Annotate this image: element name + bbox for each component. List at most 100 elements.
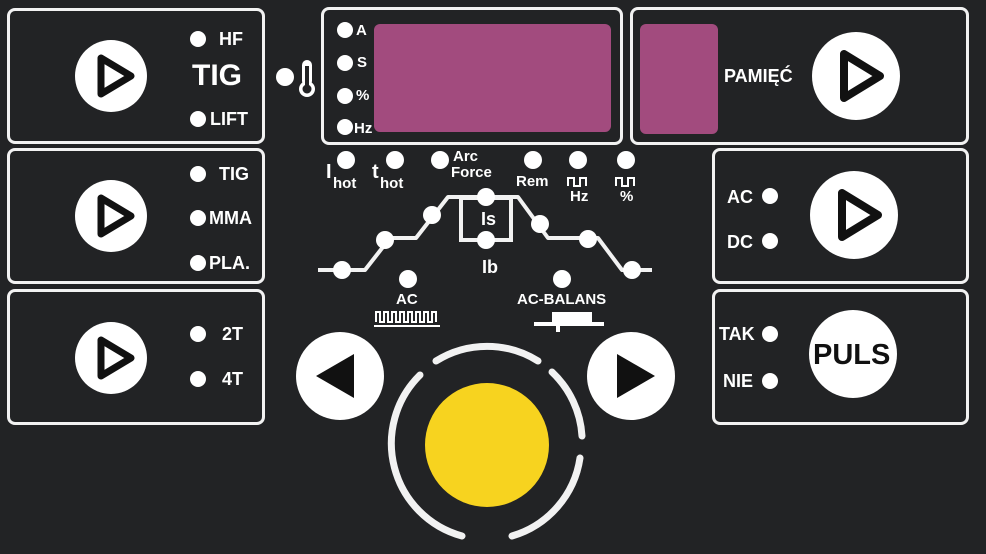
unit-a-led xyxy=(337,22,353,38)
process-button[interactable] xyxy=(75,180,147,252)
rem-led[interactable] xyxy=(524,151,542,169)
upslope-led[interactable] xyxy=(376,231,394,249)
encoder-knob[interactable] xyxy=(425,383,549,507)
memory-panel xyxy=(630,7,969,145)
display-panel xyxy=(321,7,623,145)
slope-down-led[interactable] xyxy=(531,215,549,233)
process-panel xyxy=(7,148,265,284)
pulse-pct-led[interactable] xyxy=(617,151,635,169)
hf-led xyxy=(190,31,206,47)
trigger-panel xyxy=(7,289,265,425)
unit-hz-label: Hz xyxy=(354,120,373,137)
post-gas-led[interactable] xyxy=(623,261,641,279)
4t-label: 4T xyxy=(222,369,244,389)
play-icon xyxy=(97,336,135,380)
ac-frequency-label: AC xyxy=(396,291,418,308)
pla-led xyxy=(190,255,206,271)
encoder-arc-top xyxy=(432,342,542,365)
arrow-left-icon xyxy=(316,354,354,398)
square-wave-pct-icon xyxy=(615,177,635,187)
lift-label: LIFT xyxy=(210,109,248,129)
4t-led xyxy=(190,371,206,387)
tig-process-led xyxy=(190,166,206,182)
unit-hz-led xyxy=(337,119,353,135)
arc-force-led[interactable] xyxy=(431,151,449,169)
ac-frequency-led[interactable] xyxy=(399,270,417,288)
mma-label: MMA xyxy=(209,208,252,228)
square-wave-hz-icon xyxy=(567,177,587,187)
tak-led xyxy=(762,326,778,342)
thot-led[interactable] xyxy=(386,151,404,169)
play-icon xyxy=(97,54,135,98)
unit-s-label: S xyxy=(357,54,368,71)
arc-label: Arc xyxy=(453,148,479,165)
2t-led xyxy=(190,326,206,342)
unit-a-label: A xyxy=(356,22,367,39)
ihot-label: I xyxy=(326,161,332,183)
tak-label: TAK xyxy=(719,324,755,344)
thot-label: t xyxy=(372,161,379,183)
welding-mode-button[interactable] xyxy=(75,40,147,112)
nie-led xyxy=(762,373,778,389)
encoder-arc-right-upper xyxy=(548,368,586,440)
ihot-sub-label: hot xyxy=(333,175,357,192)
unit-pct-label: % xyxy=(356,87,370,104)
pla-label: PLA. xyxy=(209,253,251,273)
thermometer-icon xyxy=(299,60,315,97)
2t-label: 2T xyxy=(222,324,244,344)
ac-balans-led[interactable] xyxy=(553,270,571,288)
rem-label: Rem xyxy=(516,173,549,190)
arrow-right-icon xyxy=(617,354,655,398)
nie-label: NIE xyxy=(723,371,754,391)
memory-label: PAMIĘĆ xyxy=(724,66,793,86)
encoder-arc-right-lower xyxy=(508,454,584,540)
puls-label: PULS xyxy=(813,339,891,371)
next-button[interactable] xyxy=(587,332,675,420)
ac-led xyxy=(762,188,778,204)
mma-led xyxy=(190,210,206,226)
dc-led xyxy=(762,233,778,249)
memory-button[interactable] xyxy=(812,32,900,120)
lift-led xyxy=(190,111,206,127)
pulse-hz-label: Hz xyxy=(570,188,589,205)
main-display xyxy=(374,24,611,132)
current-type-button[interactable] xyxy=(810,171,898,259)
encoder-arc-left xyxy=(387,371,466,540)
pulse-panel xyxy=(712,289,969,425)
thot-sub-label: hot xyxy=(380,175,404,192)
dc-label: DC xyxy=(727,232,753,252)
welding-mode-panel xyxy=(7,8,265,144)
puls-button[interactable] xyxy=(809,310,897,398)
is-label: Is xyxy=(481,209,497,229)
ac-balans-label: AC-BALANS xyxy=(517,291,607,308)
pulse-hz-led[interactable] xyxy=(569,151,587,169)
start-current-led[interactable] xyxy=(333,261,351,279)
welding-curve xyxy=(318,195,652,272)
current-type-panel xyxy=(712,148,969,284)
slope-up-led[interactable] xyxy=(423,206,441,224)
ihot-led[interactable] xyxy=(337,151,355,169)
balance-icon xyxy=(534,312,604,332)
end-current-led[interactable] xyxy=(579,230,597,248)
play-icon xyxy=(838,189,882,241)
overheat-led xyxy=(276,68,294,86)
play-icon xyxy=(840,50,884,102)
hf-label: HF xyxy=(219,29,243,49)
unit-s-led xyxy=(337,55,353,71)
ib-label: Ib xyxy=(482,257,498,277)
ac-label: AC xyxy=(727,187,753,207)
tig-process-label: TIG xyxy=(219,164,249,184)
ib-led[interactable] xyxy=(477,231,495,249)
unit-pct-led xyxy=(337,88,353,104)
play-icon xyxy=(97,194,135,238)
previous-button[interactable] xyxy=(296,332,384,420)
trigger-button[interactable] xyxy=(75,322,147,394)
force-label: Force xyxy=(451,164,492,181)
ac-wave-icon xyxy=(374,311,440,327)
memory-display xyxy=(640,24,718,134)
pulse-pct-label: % xyxy=(620,188,634,205)
tig-label: TIG xyxy=(192,59,242,92)
is-led[interactable] xyxy=(477,188,495,206)
